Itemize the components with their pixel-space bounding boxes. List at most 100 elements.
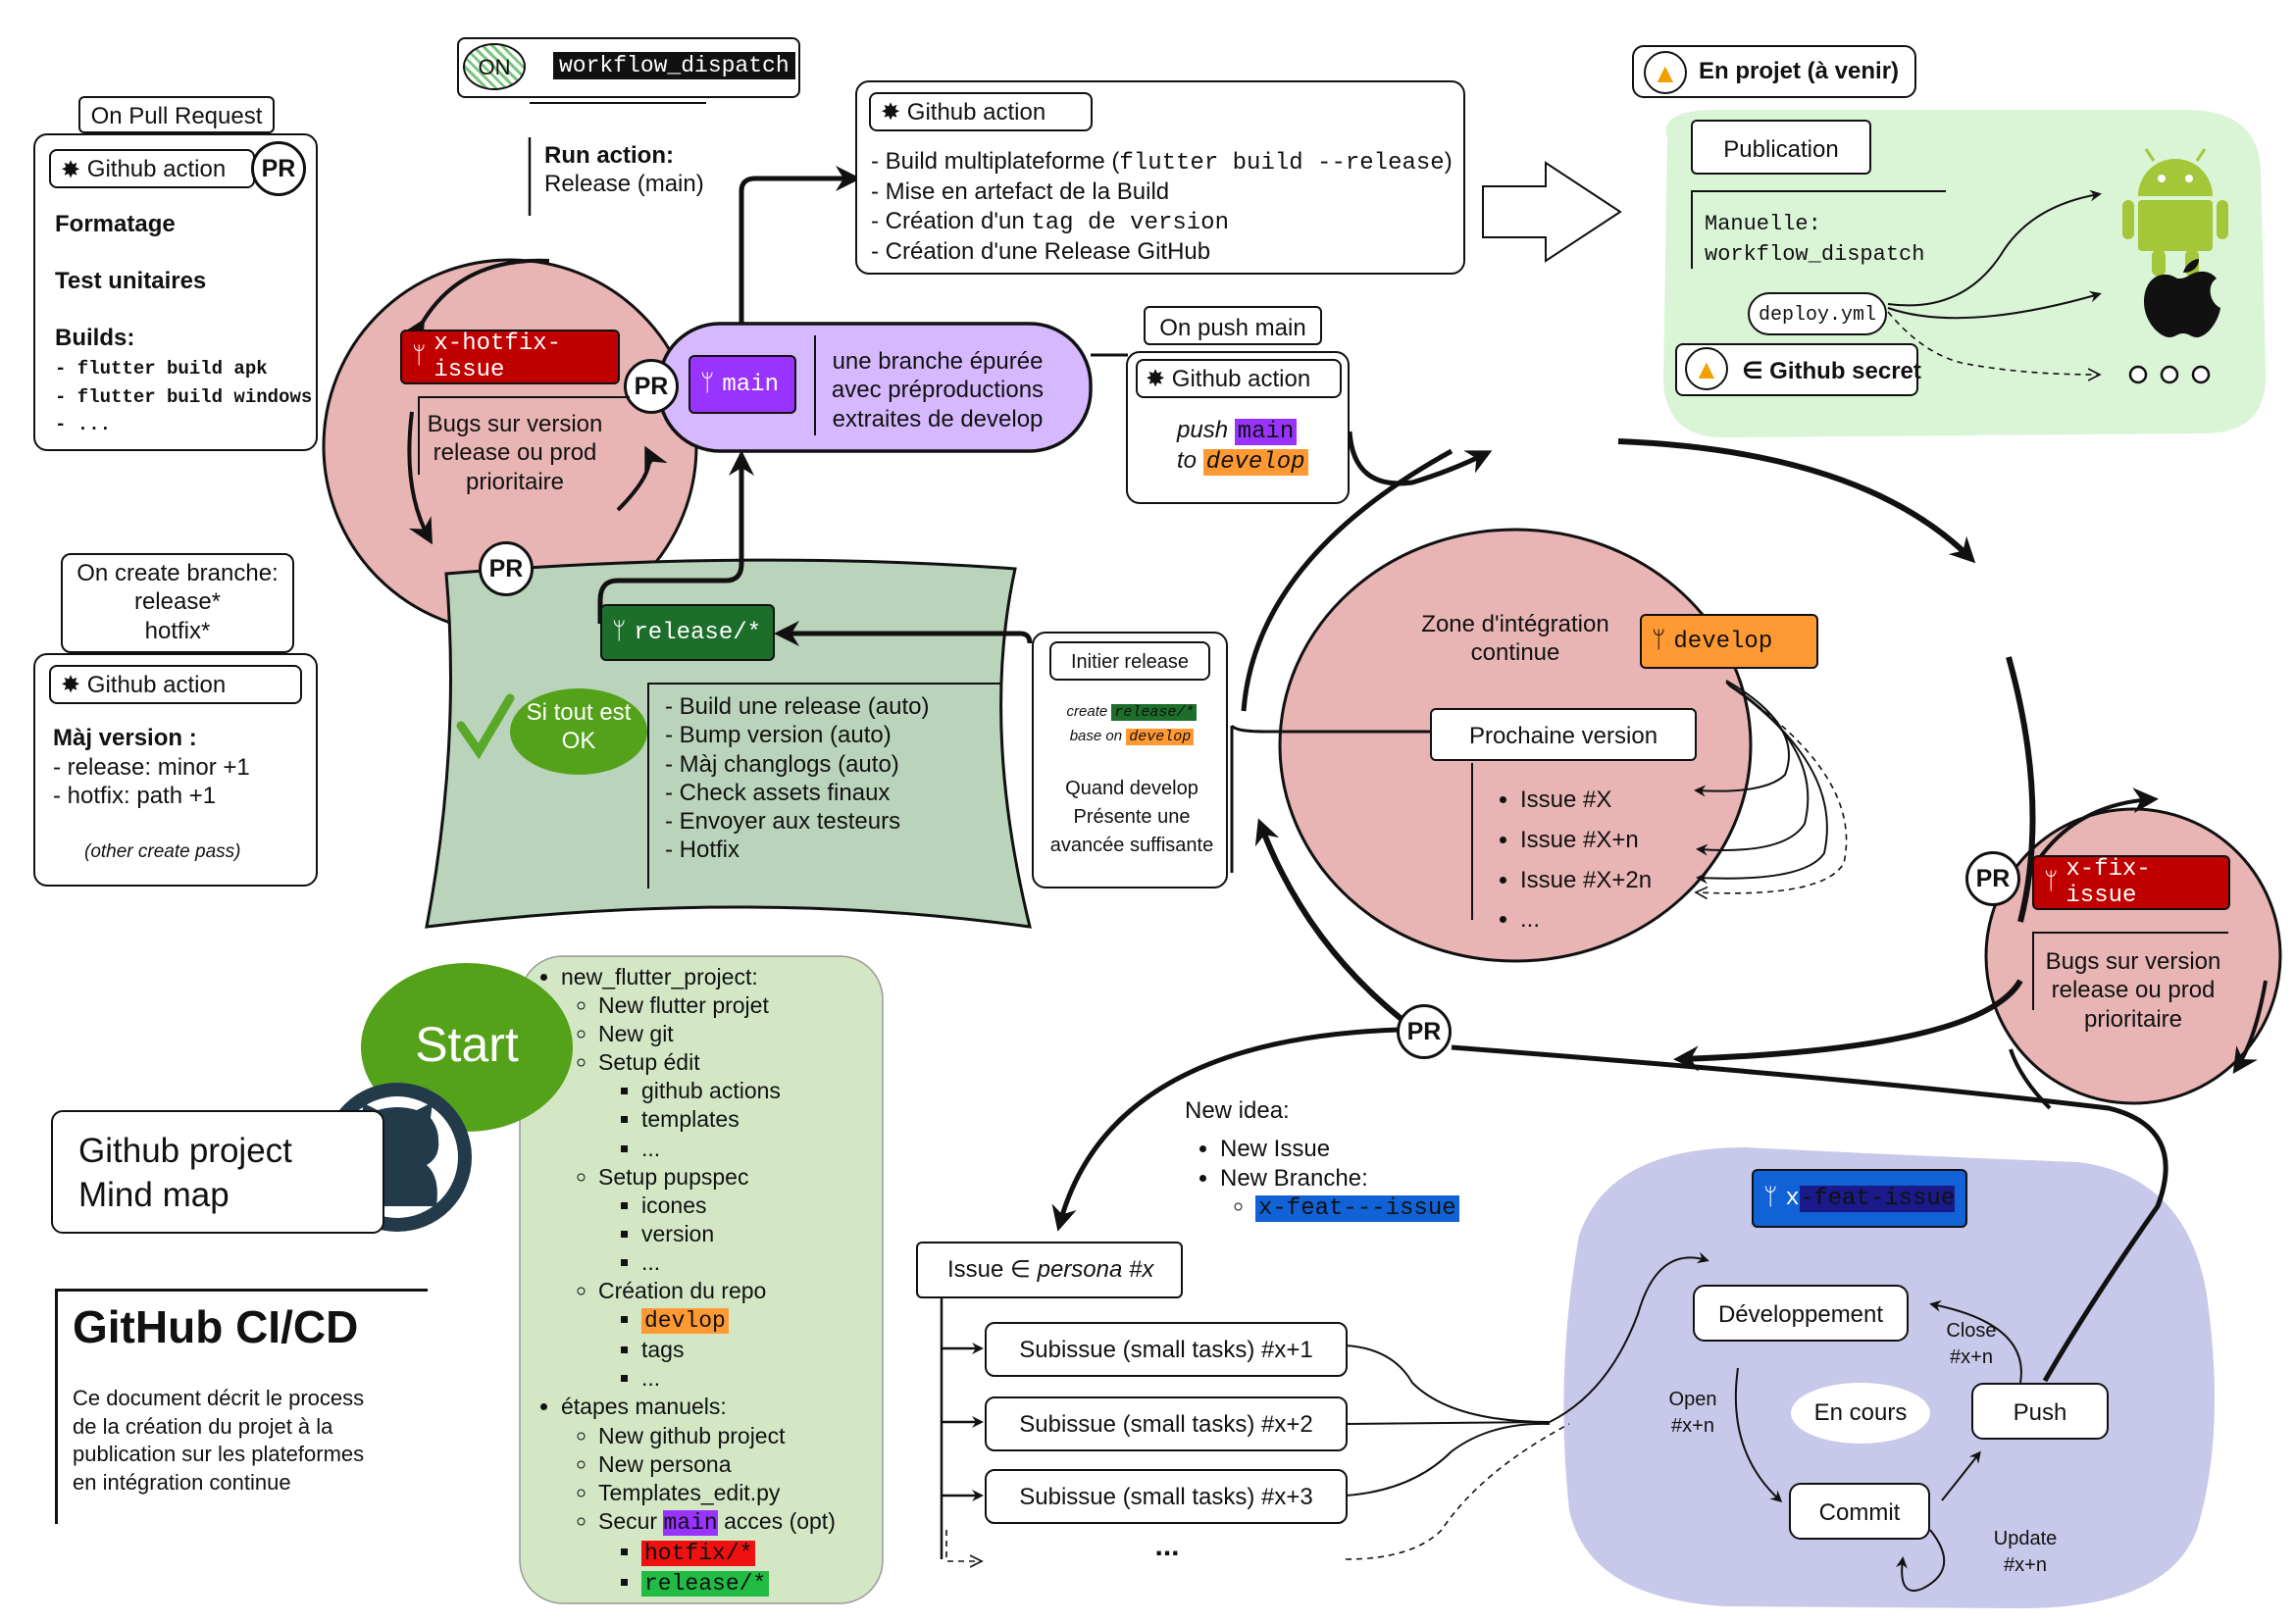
warning-icon: ▲	[1685, 347, 1728, 390]
list-item: ...	[1520, 900, 1652, 940]
gha-main-list: - Build multiplateforme (flutter build -…	[871, 148, 1453, 265]
list-item: ...	[641, 1248, 876, 1277]
list-item: github actions	[641, 1077, 876, 1105]
workflow-dispatch-trigger: ON workflow_dispatch	[457, 37, 800, 98]
subissue-3: Subissue (small tasks) #x+3	[985, 1469, 1348, 1524]
feat-zone	[1563, 1147, 2215, 1608]
close-label: Close #x+n	[1946, 1320, 1997, 1368]
issue-persona-box: Issue ∈ persona #x	[916, 1242, 1183, 1298]
release-list: - Build une release (auto) - Bump versio…	[665, 693, 930, 864]
hotfix-desc: Bugs sur version release ou prod priorit…	[427, 411, 603, 495]
list-item: New git	[598, 1020, 876, 1048]
issues-list: Issue #X Issue #X+n Issue #X+2n ...	[1485, 781, 1652, 940]
start-label: Start	[415, 1017, 519, 1072]
en-projet-title: ▲ En projet (à venir)	[1632, 45, 1916, 98]
en-cours-node: En cours	[1791, 1383, 1930, 1444]
list-item: ...	[641, 1364, 876, 1393]
maj-version-label: Màj version :	[53, 725, 197, 751]
list-item: Issue #X+n	[1520, 821, 1652, 861]
git-branch-icon: ᛘ	[1763, 1185, 1778, 1212]
branch-fix: ᛘ x-fix-issue	[2032, 855, 2230, 910]
list-item: New flutter projet	[598, 991, 876, 1020]
branch-release: ᛘ release/*	[600, 604, 775, 661]
list-item: icones	[641, 1192, 876, 1220]
cicd-title: GitHub CI/CD	[73, 1301, 359, 1352]
pr-badge-fix: PR	[1965, 851, 2020, 906]
formatage-label: Formatage	[55, 211, 176, 237]
list-item: New Issue	[1220, 1135, 1459, 1163]
on-push-main-label: On push main	[1144, 306, 1322, 345]
mindmap-title: Github project Mind map	[51, 1110, 384, 1234]
git-branch-icon: ᛘ	[2044, 869, 2059, 896]
list-item: ...	[641, 1135, 876, 1163]
list-item: New github project	[598, 1422, 876, 1450]
pr-badge-feature: PR	[1397, 1004, 1452, 1059]
tests-label: Test unitaires	[55, 268, 207, 294]
apple-icon	[2144, 259, 2220, 337]
android-icon	[2122, 148, 2228, 277]
branch-main: ᛘ main	[688, 355, 796, 414]
initier-desc: Quand develop Présente une avancée suffi…	[1049, 778, 1214, 856]
cicd-desc: Ce document décrit le process de la créa…	[73, 1386, 365, 1495]
other-create-note: (other create pass)	[84, 841, 241, 862]
list-item: Issue #X+2n	[1520, 861, 1652, 901]
list-item: Issue #X	[1520, 781, 1652, 821]
pr-badge-release: PR	[479, 541, 534, 596]
list-item: Setup édit github actions templates ...	[598, 1048, 876, 1162]
release-zone	[425, 558, 1032, 929]
list-item: étapes manuels: New github project New p…	[561, 1393, 876, 1599]
branch-develop: ᛘ develop	[1640, 614, 1818, 669]
github-action-release-panel: ✸ Github action - Build multiplateforme …	[855, 80, 1465, 275]
github-action-icon: ✸	[881, 99, 901, 126]
deploy-yml: deploy.yml	[1748, 292, 1887, 335]
maj-version-list: - release: minor +1 - hotfix: path +1	[53, 754, 250, 810]
github-secret-box: ▲ ∈ Github secret	[1675, 343, 1921, 396]
si-tout-ok: Si tout est OK	[510, 688, 647, 775]
warning-icon: ▲	[1644, 51, 1687, 94]
initier-release-panel: Initier release create release/* base on…	[1032, 632, 1228, 888]
github-action-icon: ✸	[61, 157, 81, 184]
list-item: x-feat---issue	[1255, 1193, 1459, 1223]
publication-box: Publication	[1691, 120, 1871, 175]
subissue-more: ...	[1154, 1530, 1180, 1562]
list-item: New persona	[598, 1450, 876, 1479]
fix-desc: Bugs sur version release ou prod priorit…	[2045, 948, 2221, 1033]
setup-list-bg	[519, 955, 884, 1604]
list-item: tags	[641, 1336, 876, 1364]
setup-list: new_flutter_project: New flutter projet …	[537, 963, 876, 1599]
on-push-main-panel: ✸ Github action push main to develop	[1126, 351, 1350, 504]
on-create-branch-panel: ✸ Github action Màj version : - release:…	[33, 653, 318, 887]
list-item: devlop	[641, 1305, 876, 1336]
on-pull-request-panel: ✸ Github action PR Formatage Test unitai…	[33, 133, 318, 451]
develop-zone-title: Zone d'intégration continue	[1421, 611, 1609, 667]
github-action-icon: ✸	[61, 672, 81, 698]
list-item: Templates_edit.py	[598, 1479, 876, 1507]
list-item: templates	[641, 1105, 876, 1134]
git-branch-icon: ᛘ	[612, 619, 627, 646]
main-desc: une branche épurée avec préproductions e…	[831, 348, 1045, 432]
more-platforms-icon	[2128, 365, 2148, 384]
git-branch-icon: ᛘ	[412, 343, 427, 371]
manuelle-box: Manuelle: workflow_dispatch	[1691, 190, 1946, 269]
push-main-text: push main to develop	[1177, 416, 1308, 478]
hollow-arrow	[1482, 161, 1622, 263]
open-label: Open #x+n	[1668, 1389, 1717, 1437]
list-item: hotfix/*	[641, 1538, 876, 1568]
prochaine-version: Prochaine version	[1430, 708, 1697, 761]
list-item: release/*	[641, 1568, 876, 1599]
pr-badge: PR	[251, 141, 306, 196]
initier-create: create release/* base on develop	[1034, 700, 1230, 749]
pr-badge-hotfix: PR	[624, 359, 679, 414]
list-item: Setup pupspec icones version ...	[598, 1163, 876, 1277]
push-node: Push	[1971, 1383, 2109, 1440]
commit-node: Commit	[1789, 1483, 1930, 1540]
list-item: Secur main acces (opt) hotfix/* release/…	[598, 1507, 876, 1599]
gha-title-main: ✸ Github action	[869, 92, 1093, 131]
on-pull-request-label: On Pull Request	[78, 96, 275, 133]
dispatch-label: workflow_dispatch	[553, 52, 795, 79]
list-item: version	[641, 1220, 876, 1248]
branch-hotfix: ᛘ x-hotfix-issue	[400, 330, 620, 384]
subissue-2: Subissue (small tasks) #x+2	[985, 1396, 1348, 1451]
gha-title-push: ✸ Github action	[1136, 359, 1342, 398]
